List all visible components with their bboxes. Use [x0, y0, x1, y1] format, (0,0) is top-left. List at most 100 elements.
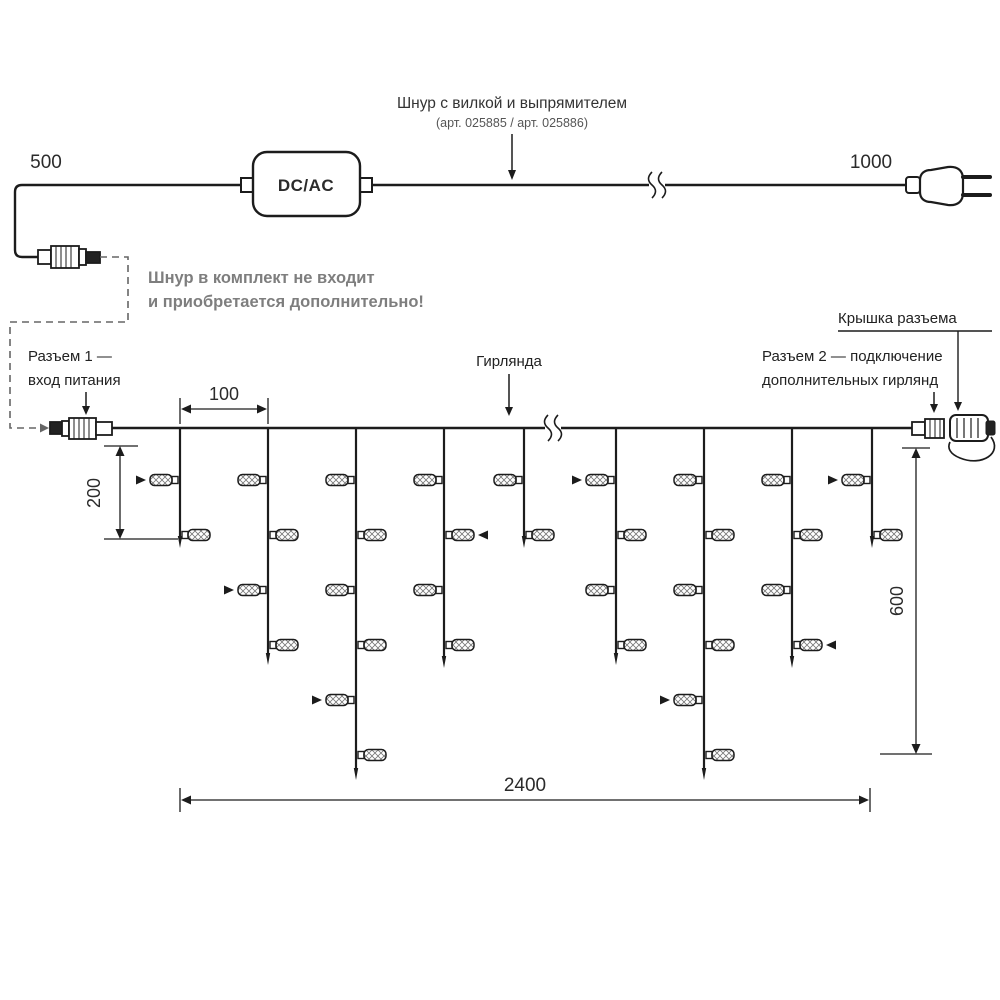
lamp-socket — [515, 475, 523, 485]
down-arrow-icon — [930, 404, 938, 413]
lamp — [325, 473, 349, 487]
adapter-left-nub — [240, 177, 254, 193]
strand-tip — [441, 656, 447, 668]
lamp-socket — [617, 530, 625, 540]
lamp-socket — [705, 750, 713, 760]
connector-cap-icon — [948, 414, 996, 462]
garland-break-icon — [543, 414, 563, 442]
down-arrow-icon — [115, 529, 125, 539]
lamp-socket — [783, 585, 791, 595]
lamp-socket — [445, 640, 453, 650]
plug-boot — [905, 176, 921, 194]
lamp — [711, 638, 735, 652]
lamp-socket — [269, 530, 277, 540]
lamp — [363, 528, 387, 542]
lamp — [761, 473, 785, 487]
lamp-socket — [357, 640, 365, 650]
cord-left-segment — [13, 183, 243, 259]
lamp — [673, 473, 697, 487]
dashed-connection-path — [9, 256, 129, 429]
cord-connector-icon — [37, 245, 101, 269]
right-arrow-icon — [859, 795, 869, 805]
lamp-socket — [695, 585, 703, 595]
lamp-socket — [357, 750, 365, 760]
lamp — [711, 528, 735, 542]
up-arrow-icon — [911, 448, 921, 458]
garland-connector-2 — [911, 418, 945, 439]
dashed-arrowhead-icon — [40, 423, 49, 433]
lamp-socket — [347, 585, 355, 595]
garland-strands — [136, 428, 903, 780]
flash-arrow-icon — [826, 640, 836, 650]
lamp — [711, 748, 735, 762]
dim-cord-left: 500 — [30, 152, 62, 173]
lamp — [325, 583, 349, 597]
lamp-socket — [525, 530, 533, 540]
lamp — [451, 528, 475, 542]
connector2-label-line1: Разъем 2 — подключение — [762, 348, 943, 365]
plug-body — [918, 165, 965, 207]
lamp — [799, 638, 823, 652]
strand-tip — [789, 656, 795, 668]
connector2-label-line2: дополнительных гирлянд — [762, 372, 938, 389]
adapter-right-nub — [359, 177, 373, 193]
lamp-socket — [347, 475, 355, 485]
lamp — [673, 583, 697, 597]
adapter-label: DC/AC — [278, 176, 334, 195]
note-line-1: Шнур в комплект не входит — [148, 269, 375, 287]
power-cord-assembly — [13, 183, 908, 259]
lamp — [451, 638, 475, 652]
lamp-socket — [695, 475, 703, 485]
lamp — [673, 693, 697, 707]
lamp — [187, 528, 211, 542]
lamp — [531, 528, 555, 542]
lamp-socket — [607, 475, 615, 485]
lamp — [585, 583, 609, 597]
lamp — [761, 583, 785, 597]
lamp-socket — [181, 530, 189, 540]
lamp — [275, 638, 299, 652]
strand-tip — [613, 653, 619, 665]
flash-arrow-icon — [312, 695, 322, 705]
lamp-socket — [347, 695, 355, 705]
dim-drop-min — [104, 445, 178, 540]
lamp-socket — [793, 640, 801, 650]
lamp — [363, 638, 387, 652]
lamp — [799, 528, 823, 542]
lamp-socket — [705, 640, 713, 650]
dim-drop-min-label: 200 — [84, 478, 104, 508]
lamp — [275, 528, 299, 542]
cord-subtitle: (арт. 025885 / арт. 025886) — [436, 116, 588, 130]
strand-tip — [353, 768, 359, 780]
down-arrow-icon — [508, 170, 516, 180]
lamp — [493, 473, 517, 487]
lamp-socket — [445, 530, 453, 540]
dim-garland-length-label: 2400 — [504, 775, 546, 796]
lamp-socket — [171, 475, 179, 485]
down-arrow-icon — [82, 406, 90, 415]
lamp — [623, 528, 647, 542]
connector1-label-line2: вход питания — [28, 372, 121, 389]
lamp-socket — [259, 475, 267, 485]
left-arrow-icon — [181, 404, 191, 414]
dim-cord-right: 1000 — [850, 152, 892, 173]
lamp-socket — [357, 530, 365, 540]
lamp-socket — [705, 530, 713, 540]
lamp-socket — [863, 475, 871, 485]
dim-drop-spacing-label: 100 — [209, 384, 239, 404]
power-plug-icon — [905, 165, 992, 207]
flash-arrow-icon — [828, 475, 838, 485]
lamp-socket — [695, 695, 703, 705]
strand-tip — [701, 768, 707, 780]
lamp — [623, 638, 647, 652]
flash-arrow-icon — [478, 530, 488, 540]
lamp — [585, 473, 609, 487]
strand-tip — [869, 536, 875, 548]
cord-break-icon — [647, 171, 667, 199]
lamp — [841, 473, 865, 487]
lamp — [879, 528, 903, 542]
flash-arrow-icon — [136, 475, 146, 485]
dim-garland-length — [179, 788, 871, 812]
